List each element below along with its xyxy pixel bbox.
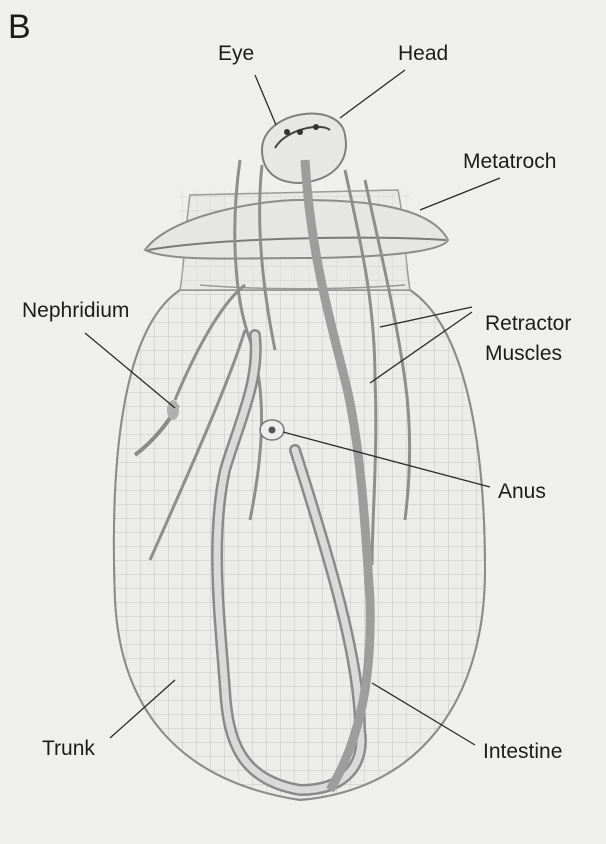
label-metatroch: Metatroch [463,150,556,173]
eye-dot-top [313,124,319,130]
metatroch-leader [420,178,500,210]
eye-dot-left [284,129,290,135]
label-nephridium: Nephridium [22,299,129,322]
label-head: Head [398,42,448,65]
label-intestine: Intestine [483,740,562,763]
label-muscles: Muscles [485,342,562,365]
label-trunk: Trunk [42,737,95,760]
trunk-body [100,280,500,820]
eye-leader [255,75,276,125]
head-leader [340,70,405,118]
eye-dot-right [297,129,303,135]
anus [260,420,284,440]
label-anus: Anus [498,480,546,503]
panel-letter: B [8,8,31,46]
label-retractor: Retractor [485,312,571,335]
label-eye: Eye [218,42,254,65]
